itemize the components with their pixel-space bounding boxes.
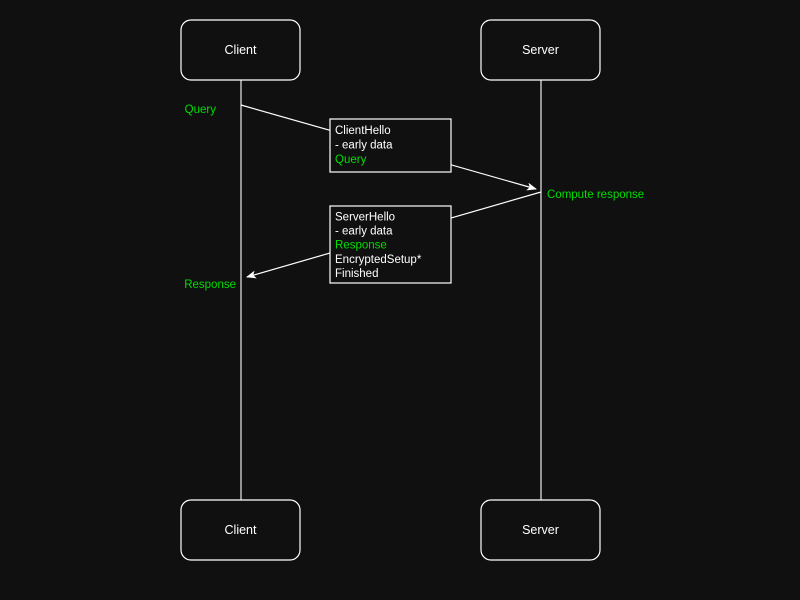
note-server-hello-line-1: - early data [335, 226, 393, 238]
note-client-hello-line-0: ClientHello [335, 125, 391, 137]
actor-server-top[interactable]: Server [480, 19, 601, 81]
annotation-compute-response: Compute response [547, 189, 644, 201]
actor-client-top-label: Client [225, 43, 257, 57]
actor-client-bottom[interactable]: Client [180, 499, 301, 561]
message-label-response: Response [184, 279, 236, 291]
note-client-hello[interactable]: ClientHello - early data Query [329, 118, 452, 173]
actor-client-bottom-label: Client [225, 523, 257, 537]
note-server-hello-line-4: Finished [335, 268, 378, 280]
note-server-hello[interactable]: ServerHello - early data Response Encryp… [329, 205, 452, 284]
actor-server-bottom-label: Server [522, 523, 559, 537]
actor-client-top[interactable]: Client [180, 19, 301, 81]
note-client-hello-line-2: Query [335, 154, 367, 166]
note-server-hello-line-3: EncryptedSetup* [335, 254, 422, 266]
note-client-hello-line-1: - early data [335, 140, 393, 152]
note-server-hello-line-2: Response [335, 240, 387, 252]
actor-server-bottom[interactable]: Server [480, 499, 601, 561]
message-label-query: Query [185, 104, 217, 116]
lifelines [240, 80, 542, 500]
actor-server-top-label: Server [522, 43, 559, 57]
note-server-hello-line-0: ServerHello [335, 212, 395, 224]
